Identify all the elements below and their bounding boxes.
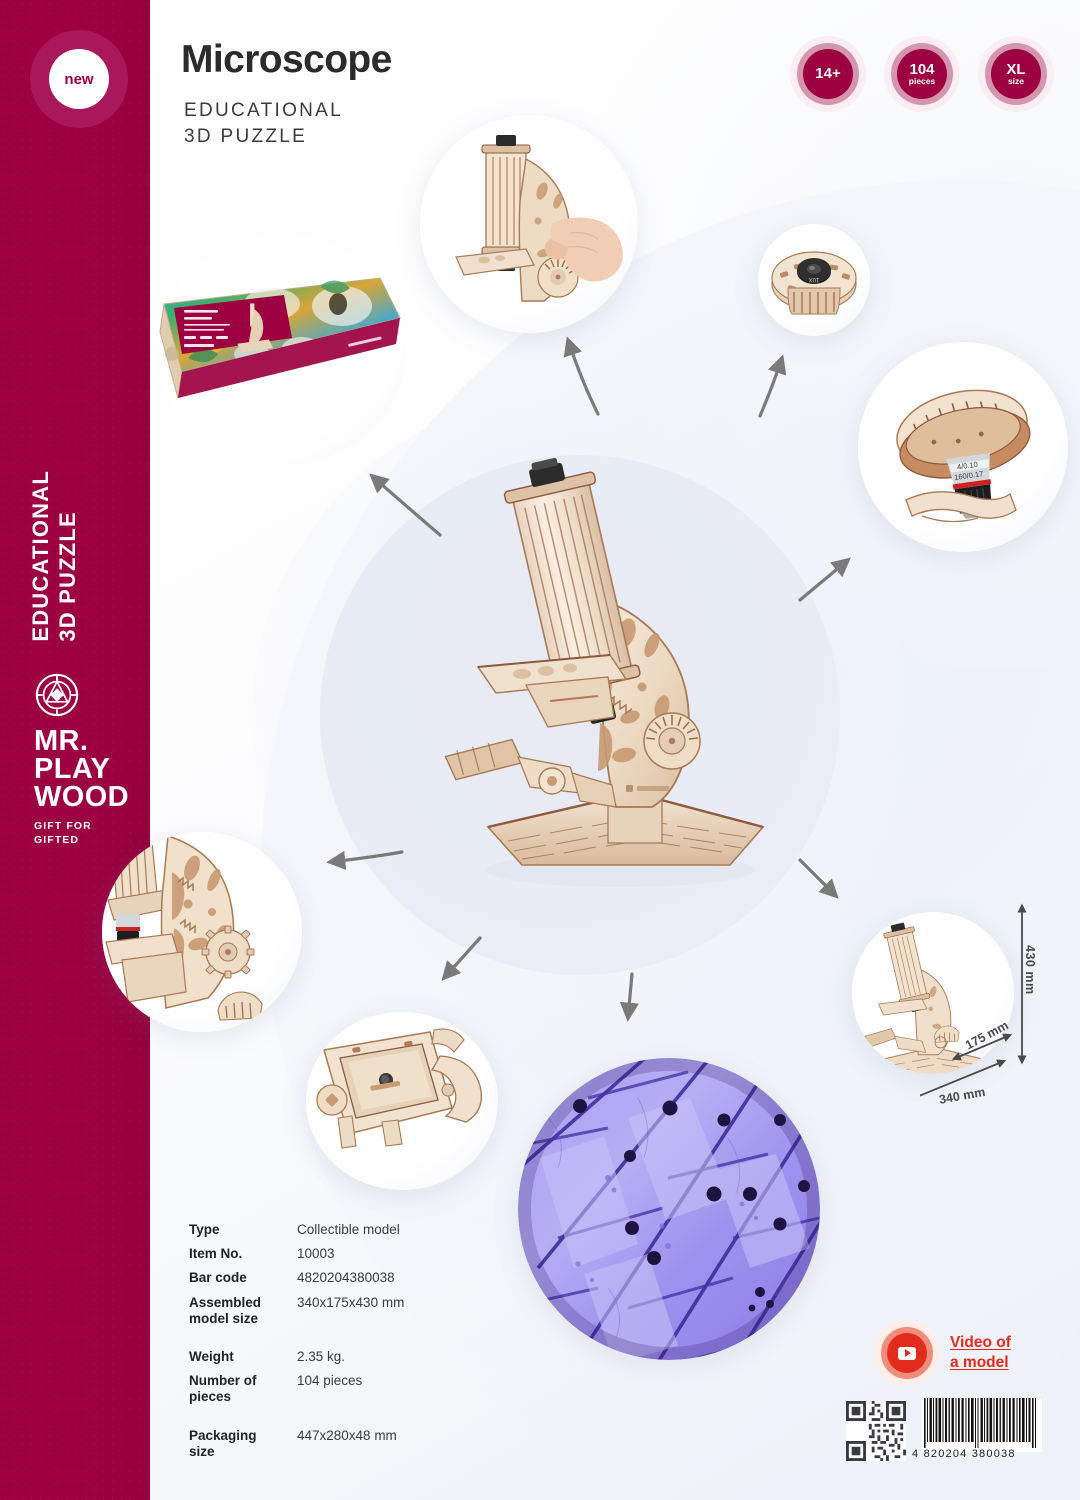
badge-pieces-value: 104 <box>909 60 935 78</box>
detail-onion-cells-view <box>518 1058 820 1360</box>
badge-pieces-ring: 104 pieces <box>891 43 953 105</box>
eyepiece-marking: 10X <box>809 276 820 282</box>
barcode-digits: 4 820204 380038 <box>912 1448 1016 1460</box>
spec-value: Collectible model <box>297 1222 400 1237</box>
badge-pieces: 104 pieces <box>884 36 960 112</box>
spec-row-bar-code: Bar code 4820204380038 <box>189 1270 489 1286</box>
youtube-play-icon[interactable] <box>887 1333 927 1373</box>
detail-objective-lens: 4/0.10 160/0.17 <box>858 342 1068 552</box>
new-badge: new <box>30 30 128 128</box>
spec-value: 447x280x48 mm <box>297 1427 397 1443</box>
detail-specimen-stage <box>306 1012 498 1190</box>
sidebar-dot-texture <box>0 0 150 1500</box>
sidebar-edge-shadow <box>90 0 150 1500</box>
spec-key: Number of pieces <box>189 1373 257 1405</box>
ean-barcode <box>922 1398 1042 1452</box>
detail-gear-mechanism <box>102 832 302 1032</box>
video-of-a-model-link[interactable]: Video of a model <box>874 1320 1011 1386</box>
specifications-table: Type Collectible model Item No. 10003 Ba… <box>189 1222 489 1468</box>
spec-row-packaging-size: Packaging size 447x280x48 mm <box>189 1428 489 1460</box>
objective-marking-bottom: 160/0.17 <box>954 469 984 482</box>
spec-key: Item No. <box>189 1246 243 1262</box>
spec-key: Type <box>189 1222 220 1237</box>
spec-value: 10003 <box>297 1246 335 1262</box>
video-link-label[interactable]: Video of a model <box>950 1333 1011 1371</box>
spec-value: 340x175x430 mm <box>297 1294 405 1310</box>
spec-row-weight: Weight 2.35 kg. <box>189 1349 489 1365</box>
spec-key: Packaging size <box>189 1427 257 1459</box>
packaging-box <box>152 262 404 407</box>
dimension-arrows <box>920 903 1027 1101</box>
brand-logo: MR. PLAY WOOD GIFT FOR GIFTED <box>34 672 138 847</box>
play-triangle-icon <box>898 1346 916 1360</box>
objective-marking-top: 4/0.10 <box>956 460 978 472</box>
badge-age-core: 14+ <box>803 49 853 99</box>
dimension-height-label: 430 mm <box>1023 945 1037 995</box>
product-badges: 14+ 104 pieces XL size <box>790 36 1054 112</box>
brand-name: MR. PLAY WOOD <box>34 725 130 813</box>
spec-row-item-no: Item No. 10003 <box>189 1246 489 1262</box>
spec-value: 2.35 kg. <box>297 1348 346 1364</box>
badge-age-value: 14+ <box>815 65 841 83</box>
youtube-icon-halo <box>874 1320 940 1386</box>
spec-value: 104 pieces <box>297 1373 363 1389</box>
assembled-microscope-main <box>430 455 800 905</box>
sidebar-vertical-title: EDUCATIONAL 3D PUZZLE <box>28 470 80 642</box>
new-badge-label: new <box>49 49 109 109</box>
qr-code-icon <box>846 1401 906 1461</box>
badge-pieces-unit: pieces <box>908 76 936 87</box>
badge-size-value: XL <box>1006 60 1026 78</box>
spec-value: 4820204380038 <box>297 1270 395 1286</box>
spec-row-number-of-pieces: Number of pieces 104 pieces <box>189 1373 489 1405</box>
spec-row-type: Type Collectible model <box>189 1222 489 1238</box>
badge-pieces-core: 104 pieces <box>897 49 947 99</box>
playwood-emblem-icon <box>35 673 79 717</box>
spec-key: Assembled model size <box>189 1294 262 1326</box>
detail-hand-adjusting-focus-knob <box>420 115 638 333</box>
youtube-icon-ring <box>881 1327 933 1379</box>
page-title: Microscope <box>181 38 392 81</box>
badge-size: XL size <box>978 36 1054 112</box>
badge-size-ring: XL size <box>985 43 1047 105</box>
badge-age: 14+ <box>790 36 866 112</box>
spec-key: Bar code <box>189 1270 247 1286</box>
page-subtitle: EDUCATIONAL 3D PUZZLE <box>184 100 344 147</box>
badge-size-unit: size <box>1007 76 1025 87</box>
brand-tagline: GIFT FOR GIFTED <box>34 820 92 846</box>
spec-row-assembled-size: Assembled model size 340x175x430 mm <box>189 1295 489 1327</box>
badge-age-ring: 14+ <box>797 43 859 105</box>
detail-eyepiece-top-view: 10X <box>758 224 870 336</box>
spec-key: Weight <box>189 1348 234 1364</box>
badge-size-core: XL size <box>991 49 1041 99</box>
brand-sidebar <box>0 0 150 1500</box>
